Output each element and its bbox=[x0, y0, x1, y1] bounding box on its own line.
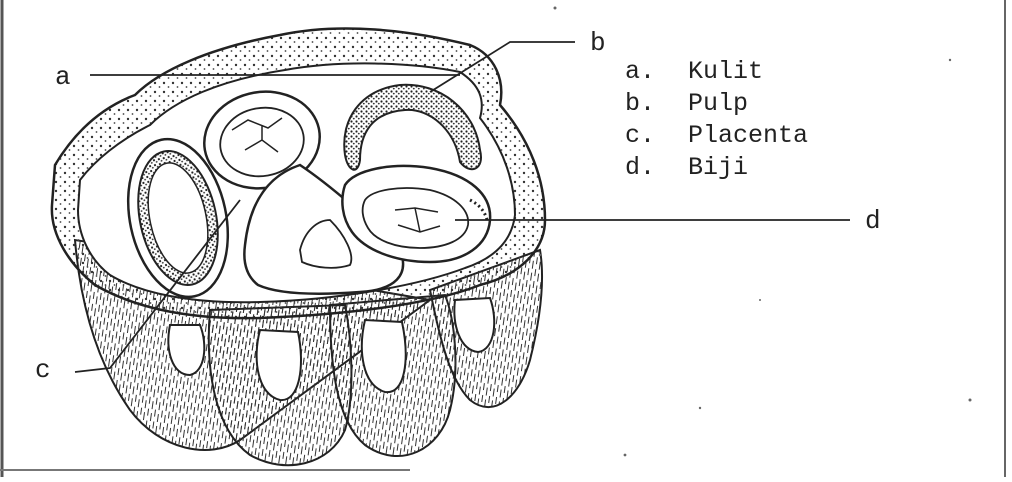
legend-key-b: b. bbox=[625, 89, 655, 118]
pointer-label-d: d bbox=[865, 206, 881, 236]
legend-key-d: d. bbox=[625, 153, 655, 182]
pointer-label-b: b bbox=[590, 28, 606, 58]
pointer-label-a: a bbox=[55, 62, 71, 92]
pointer-label-c: c bbox=[35, 355, 51, 385]
legend-text-b: Pulp bbox=[688, 89, 748, 118]
legend-key-c: c. bbox=[625, 121, 655, 150]
legend-key-a: a. bbox=[625, 57, 655, 86]
legend-text-a: Kulit bbox=[688, 57, 763, 86]
legend-text-c: Placenta bbox=[688, 121, 808, 150]
legend: a. Kulit b. Pulp c. Placenta d. Biji bbox=[625, 57, 808, 182]
legend-text-d: Biji bbox=[688, 153, 748, 182]
